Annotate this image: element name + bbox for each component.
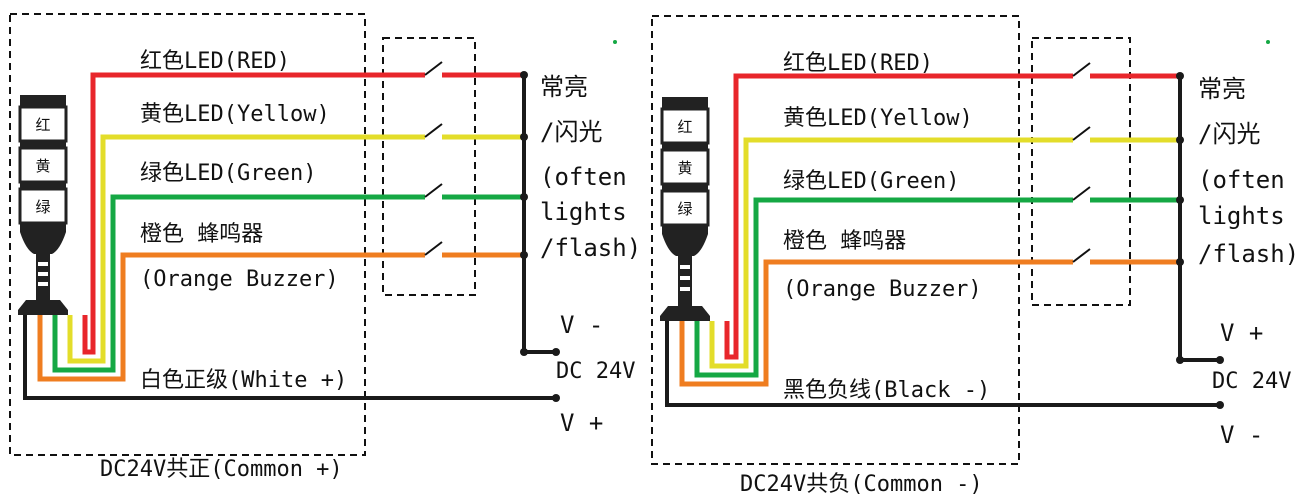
left-label-orange-en: (Orange Buzzer) [140,267,339,292]
right-wire-red [724,73,1073,360]
left-wire-yellow [67,134,425,364]
left-switch-dashed-box [382,37,476,296]
left-mode-line-2: /闪光 [540,118,602,146]
right-mode-line-1: 常亮 [1198,75,1246,103]
left-caption: DC24V共正(Common +) [100,457,343,482]
right-label-orange-en: (Orange Buzzer) [783,277,982,302]
left-mode-line-1: 常亮 [540,73,588,101]
left-mode-line-4: lights [540,198,627,226]
left-label-yellow: 黄色LED(Yellow) [140,102,330,127]
left-label-orange-cn: 橙色 蜂鸣器 [140,222,263,247]
right-diagram: 红 黄 绿 红色LED(RED) 黄色LED(Yellow) 绿色LED(Gre… [651,15,1295,497]
right-wire-green [694,197,1073,378]
decor-dot [613,40,617,44]
left-diagram: 红 黄 绿 红色LED(RED) 黄色LED(Yellow) 绿色LED(Gre… [9,13,641,482]
right-tower-label-yellow: 黄 [677,159,692,177]
right-mode-line-3: (often [1198,166,1285,194]
right-tower-light: 红 黄 绿 [660,97,710,321]
right-tower-label-green: 绿 [677,200,692,218]
right-mode-line-2: /闪光 [1198,120,1260,148]
right-tower-label-red: 红 [677,118,692,136]
left-wire-red [82,72,425,355]
decor-dot [1266,40,1270,44]
right-dc-label: DC 24V [1212,369,1291,394]
right-outer-dashed-box [651,15,1020,465]
right-label-yellow: 黄色LED(Yellow) [783,106,973,131]
right-label-orange-cn: 橙色 蜂鸣器 [783,229,906,254]
left-tower-label-red: 红 [35,116,50,134]
left-wire-orange [37,252,425,382]
left-label-green: 绿色LED(Green) [140,161,316,186]
left-v-top: V - [560,311,603,339]
right-label-green: 绿色LED(Green) [783,169,959,194]
left-outer-dashed-box [9,13,366,456]
right-wire-common [665,321,1220,407]
right-switch-dashed-box [1031,37,1131,306]
left-label-red: 红色LED(RED) [140,49,290,74]
right-v-bottom: V - [1220,421,1263,449]
left-mode-line-5: /flash) [540,234,641,262]
right-label-common: 黑色负线(Black -) [783,378,990,403]
left-tower-label-yellow: 黄 [35,157,50,175]
left-tower-label-green: 绿 [35,198,50,216]
left-mode-line-3: (often [540,163,627,191]
right-mode-line-5: /flash) [1198,240,1295,268]
right-wire-yellow [709,137,1073,369]
left-label-common: 白色正级(White +) [140,368,347,393]
right-label-red: 红色LED(RED) [783,51,933,76]
right-wire-orange [679,259,1073,387]
left-dc-label: DC 24V [556,359,635,384]
left-wire-common [23,315,556,400]
left-wire-green [52,194,425,373]
right-v-top: V + [1220,319,1263,347]
right-mode-line-4: lights [1198,202,1285,230]
left-v-bottom: V + [560,409,603,437]
left-tower-light: 红 黄 绿 [18,95,68,315]
right-caption: DC24V共负(Common -) [740,472,983,497]
